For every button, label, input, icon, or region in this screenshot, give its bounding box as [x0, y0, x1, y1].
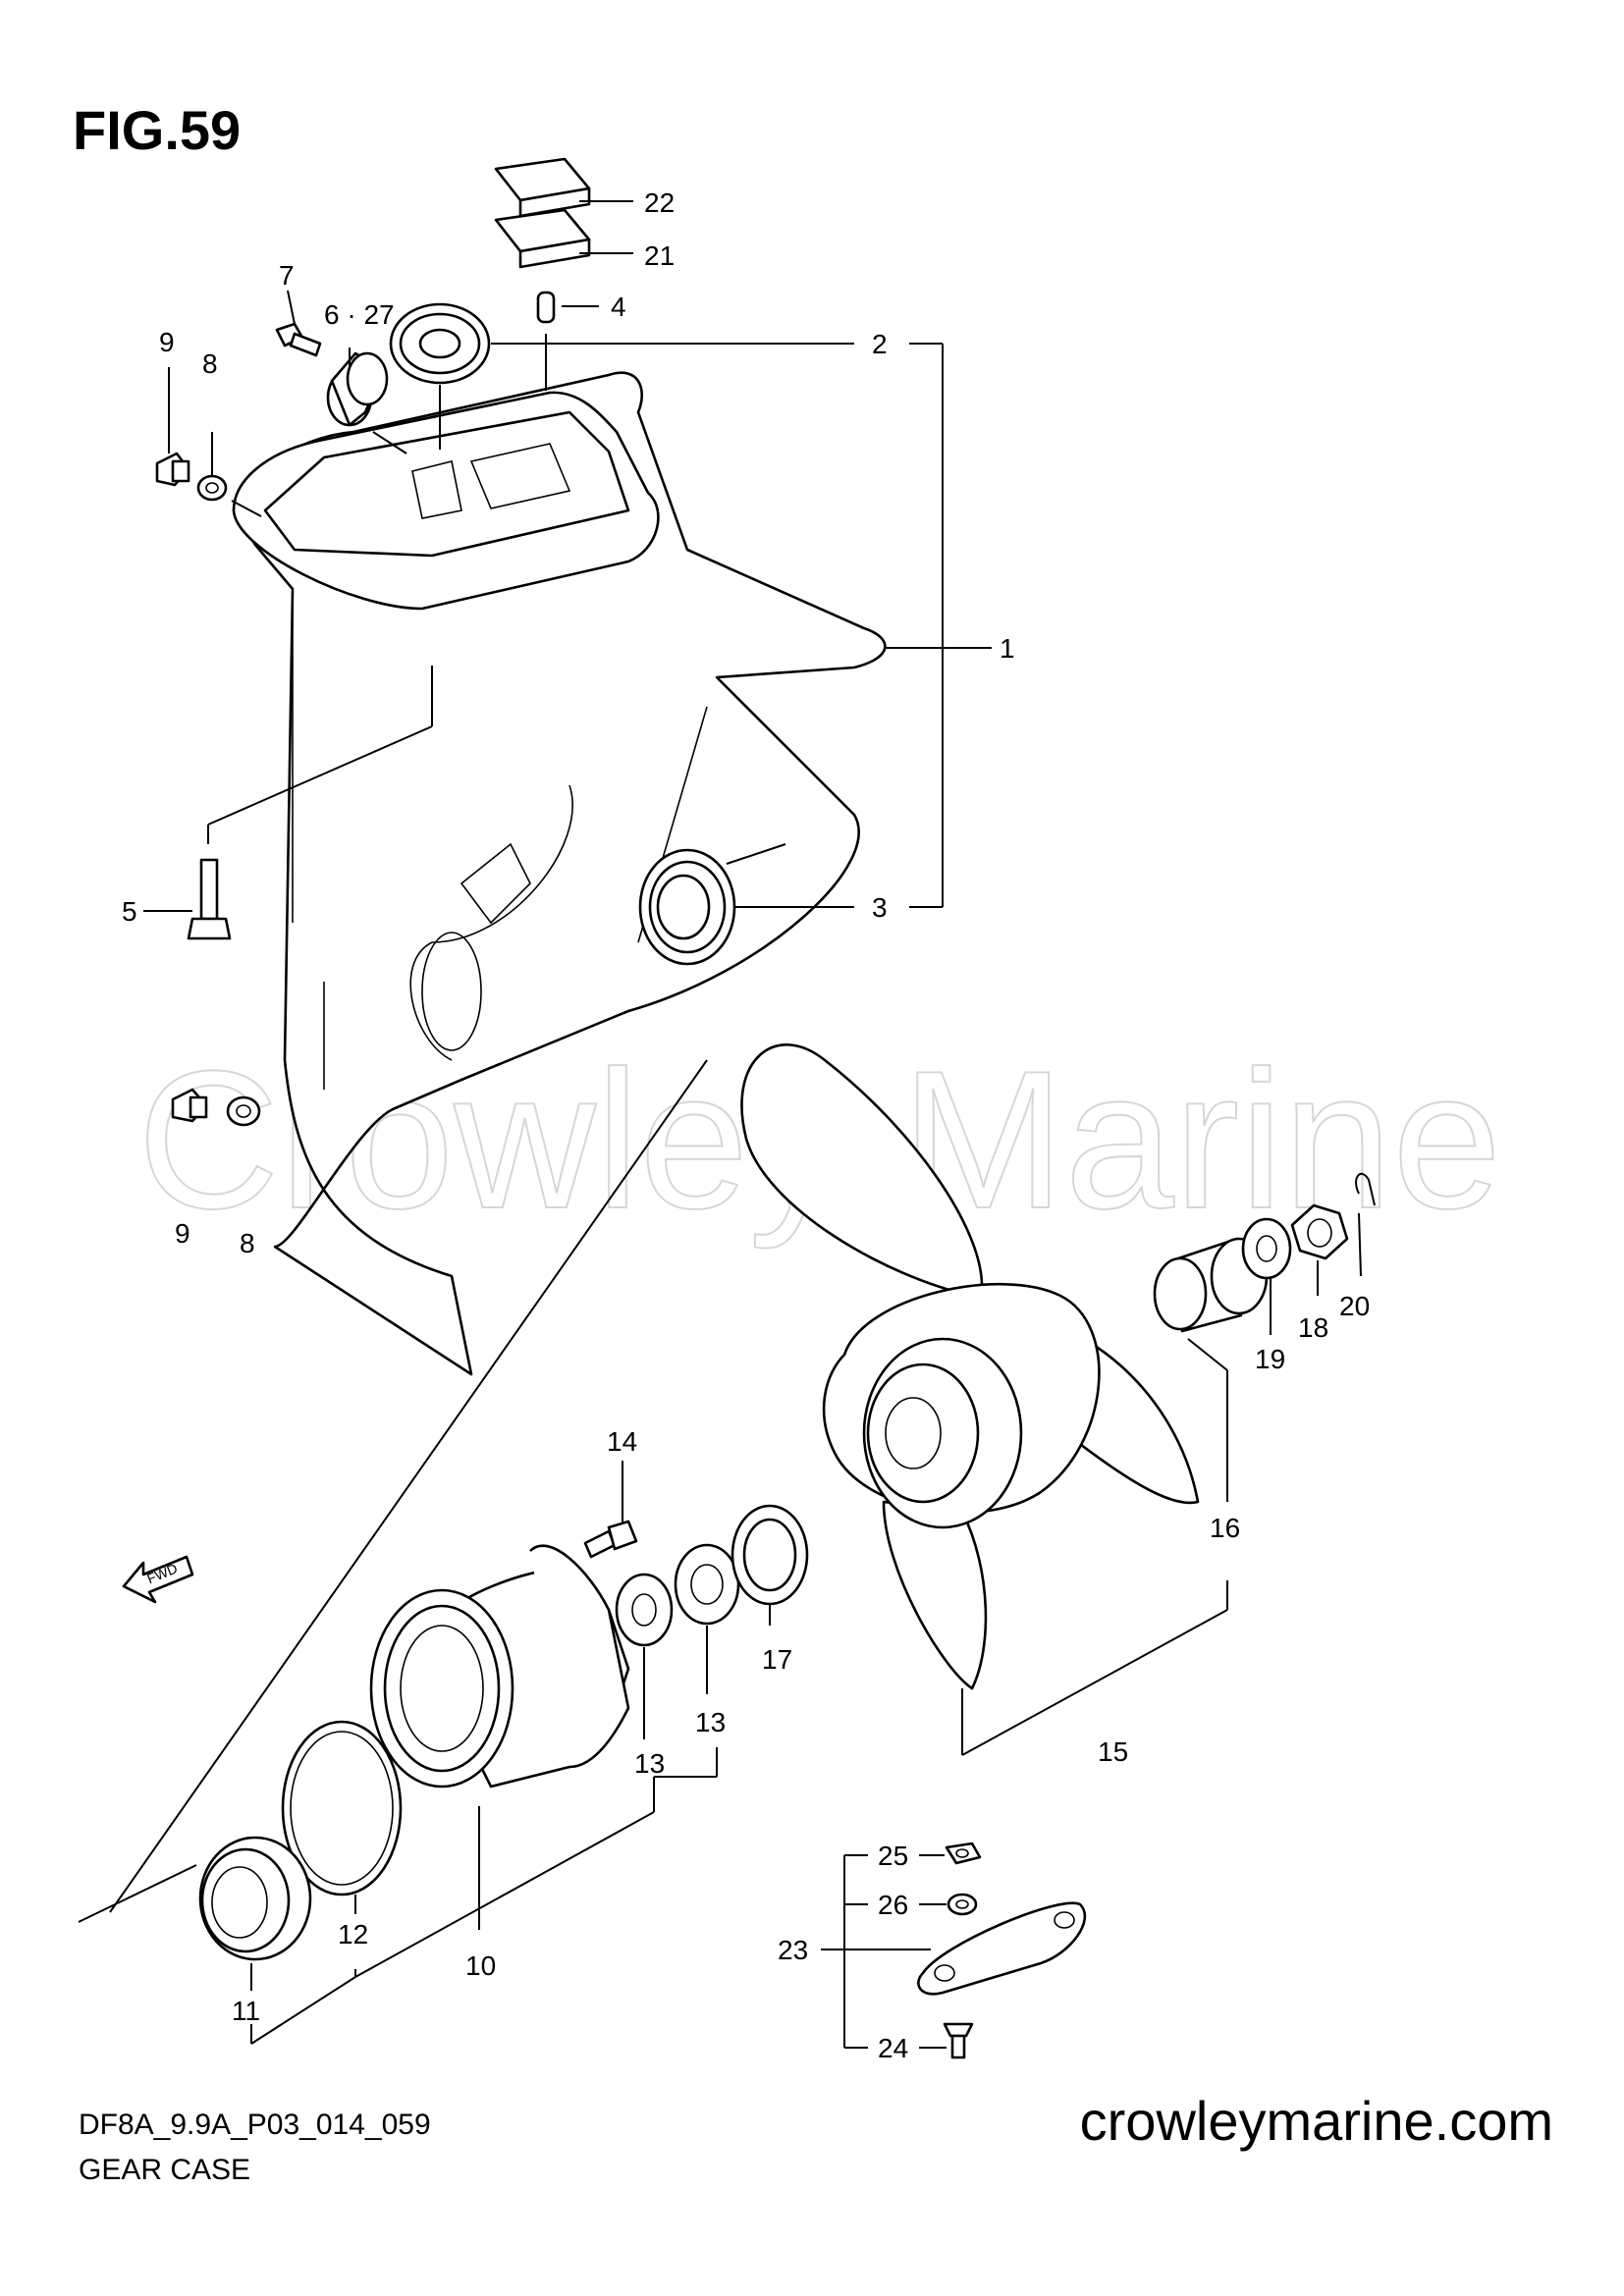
- fwd-arrow-icon: FWD: [122, 1555, 194, 1604]
- part-19-washer: [1241, 1217, 1292, 1280]
- callout-26: 26: [878, 1890, 908, 1920]
- callout-16: 16: [1210, 1513, 1240, 1543]
- callout-2: 2: [872, 329, 888, 359]
- part-10-shaft-housing: [369, 1544, 630, 1789]
- part-14-bolt: [583, 1520, 638, 1559]
- part-13-seal-b: [674, 1543, 740, 1626]
- leader-lines: [78, 200, 1362, 2049]
- part-15-propeller: [740, 1043, 1200, 1690]
- part-25-nut: [945, 1842, 982, 1865]
- callout-labels: 1 2 3 4 5 6 · 27 7 8 9 8 9 10 11 12 13 1…: [122, 187, 1370, 2063]
- callout-18: 18: [1298, 1312, 1328, 1343]
- part-22-strip: [494, 157, 591, 218]
- part-12-o-ring: [281, 1720, 403, 1896]
- callout-13-a: 13: [634, 1748, 665, 1779]
- part-6-grommet: [326, 351, 389, 427]
- part-8-washer-upper: [196, 474, 228, 502]
- figure-title: FIG.59: [73, 99, 242, 161]
- part-8-washer-lower: [226, 1095, 261, 1127]
- callout-15: 15: [1098, 1736, 1128, 1767]
- callout-7: 7: [279, 260, 295, 291]
- website-link[interactable]: crowleymarine.com: [1079, 2090, 1553, 2152]
- part-2-bearing: [389, 302, 491, 385]
- part-4-pin: [536, 291, 556, 324]
- callout-8-upper: 8: [202, 348, 218, 379]
- callout-3: 3: [872, 892, 888, 923]
- callout-23: 23: [778, 1935, 808, 1965]
- part-13-seal-a: [615, 1573, 674, 1647]
- callout-24: 24: [878, 2033, 908, 2063]
- part-3-bearing: [638, 848, 736, 966]
- callout-22: 22: [644, 187, 675, 218]
- callout-21: 21: [644, 240, 675, 271]
- callout-5: 5: [122, 896, 137, 927]
- part-24-screw: [943, 2022, 974, 2059]
- callout-4: 4: [611, 292, 626, 322]
- part-18-nut: [1290, 1203, 1349, 1260]
- callout-20: 20: [1339, 1291, 1370, 1321]
- diagram-caption: GEAR CASE: [79, 2154, 251, 2186]
- callout-9-upper: 9: [159, 327, 175, 357]
- callout-9-lower: 9: [175, 1218, 190, 1249]
- callout-1: 1: [1000, 633, 1015, 664]
- callout-19: 19: [1255, 1344, 1285, 1374]
- callout-14: 14: [607, 1426, 637, 1457]
- part-26-washer: [947, 1893, 978, 1916]
- callout-17: 17: [762, 1644, 792, 1675]
- callout-12: 12: [338, 1919, 368, 1949]
- callout-25: 25: [878, 1841, 908, 1871]
- part-20-cotter-pin: [1355, 1173, 1376, 1206]
- callout-10: 10: [465, 1950, 496, 1981]
- part-21-strip: [494, 208, 591, 269]
- callout-6-27: 6 · 27: [324, 299, 395, 330]
- part-1-gear-case: [232, 371, 887, 1376]
- diagram-code: DF8A_9.9A_P03_014_059: [79, 2109, 431, 2141]
- part-9-plug-lower: [171, 1088, 208, 1123]
- part-16-spacer: [1153, 1237, 1269, 1333]
- callout-8-lower: 8: [240, 1228, 255, 1258]
- callout-13-b: 13: [695, 1707, 726, 1737]
- part-5-bolt: [187, 858, 232, 940]
- part-11-bearing: [198, 1836, 312, 1961]
- part-17-bushing: [731, 1504, 809, 1606]
- part-7-bolt: [275, 322, 322, 357]
- part-9-plug-upper: [155, 452, 190, 487]
- part-23-plate: [917, 1901, 1087, 1996]
- callout-11: 11: [232, 1996, 260, 2026]
